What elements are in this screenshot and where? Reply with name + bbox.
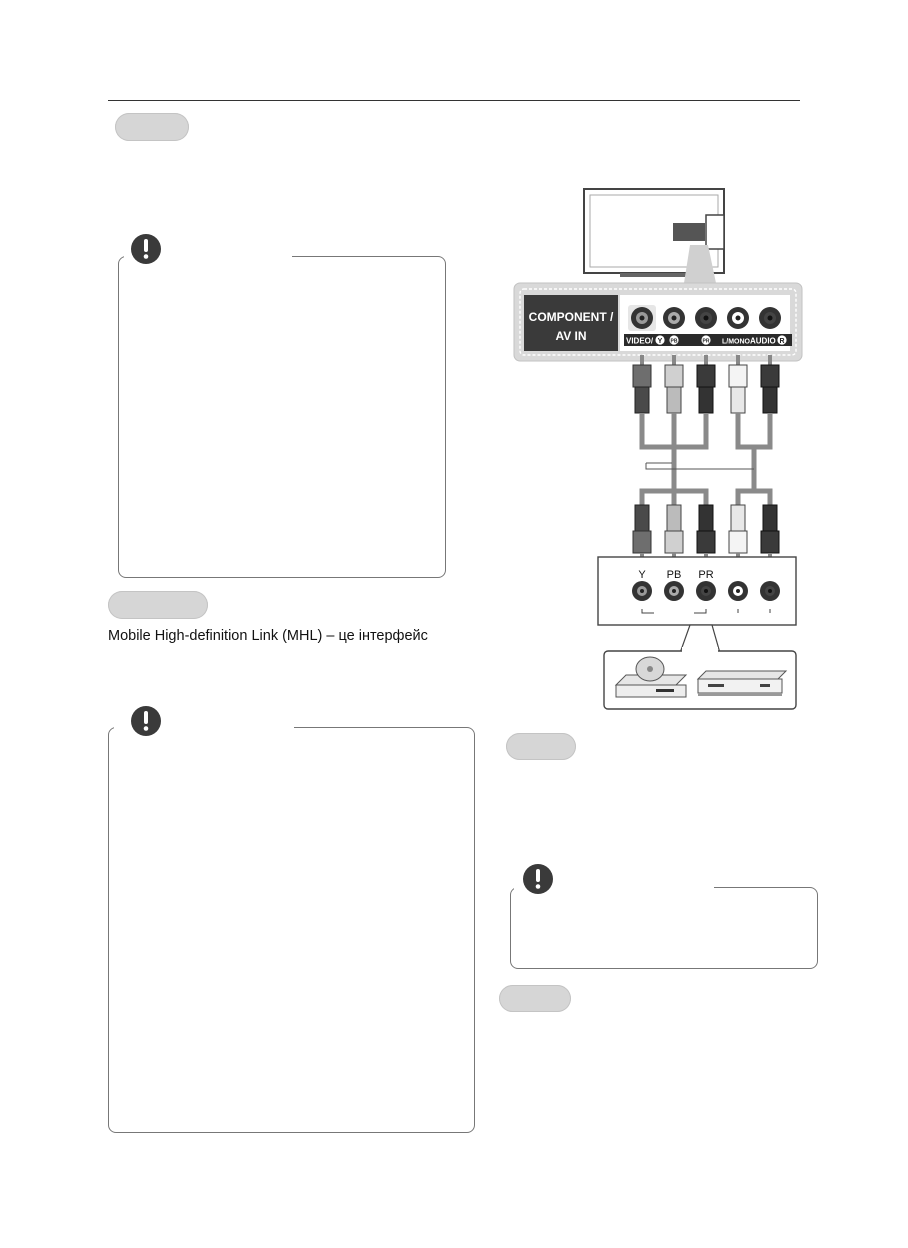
tv-icon — [583, 188, 725, 283]
set-top-box-icon — [696, 670, 788, 696]
device-jack-audio-r — [760, 581, 780, 601]
cable-plug-bottom-audio-r — [760, 504, 780, 565]
dvd-player-icon — [614, 656, 688, 698]
note-box-gap — [514, 884, 714, 890]
warning-icon — [131, 234, 161, 264]
cable-plug-bottom-pr — [696, 504, 716, 565]
cable-plug-top-audio-l — [728, 355, 748, 414]
section-heading-pill — [115, 113, 189, 141]
panel-jack-audio-l — [727, 307, 749, 329]
device-jack-audio-l — [728, 581, 748, 601]
jack-label-pr: PR — [703, 339, 710, 345]
section-heading-pill — [108, 591, 208, 619]
jack-label-pb: PB — [671, 339, 678, 345]
note-box-gap — [124, 254, 292, 260]
device-jack-pr — [696, 581, 716, 601]
cable-plug-bottom-pb — [664, 504, 684, 565]
warning-icon — [523, 864, 553, 894]
device-label-pb: PB — [667, 569, 682, 581]
panel-title-line2: AV IN — [555, 329, 586, 343]
panel-jack-audio-r — [759, 307, 781, 329]
cable-plug-top-y — [632, 355, 652, 414]
panel-jack-video-y — [628, 305, 656, 331]
cable-plug-top-pr — [696, 355, 716, 414]
jack-label-audio: AUDIO — [750, 337, 776, 346]
panel-jack-pb — [663, 307, 685, 329]
cable-bracket — [645, 462, 754, 470]
device-jack-pb — [664, 581, 684, 601]
panel-title-line1: COMPONENT / — [529, 310, 614, 324]
device-label-brackets — [641, 609, 771, 614]
note-box-gap — [114, 724, 294, 730]
device-label-y: Y — [638, 569, 646, 581]
section-heading-pill — [499, 985, 571, 1012]
jack-label-r: R — [779, 338, 784, 345]
cable-plug-bottom-audio-l — [728, 504, 748, 565]
cable-plug-bottom-y — [632, 504, 652, 565]
note-box — [118, 256, 446, 578]
note-box — [108, 727, 475, 1133]
warning-icon — [131, 706, 161, 736]
jack-label-video: VIDEO/ — [626, 337, 654, 346]
jack-label-y: Y — [658, 338, 663, 345]
cable-plug-top-pb — [664, 355, 684, 414]
header-rule — [108, 100, 800, 101]
jack-label-lmono: L/MONO — [722, 339, 751, 346]
device-label-pr: PR — [698, 569, 713, 581]
cable-plug-top-audio-r — [760, 355, 780, 414]
device-jack-y — [632, 581, 652, 601]
note-box — [510, 887, 818, 969]
cable-bundle — [639, 413, 773, 505]
section-heading-pill — [506, 733, 576, 760]
connection-diagram: COMPONENT / AV IN VIDEO/ Y PB PR L/MONO … — [513, 188, 803, 710]
panel-jack-pr — [695, 307, 717, 329]
mhl-description: Mobile High-definition Link (MHL) – це і… — [108, 628, 428, 644]
